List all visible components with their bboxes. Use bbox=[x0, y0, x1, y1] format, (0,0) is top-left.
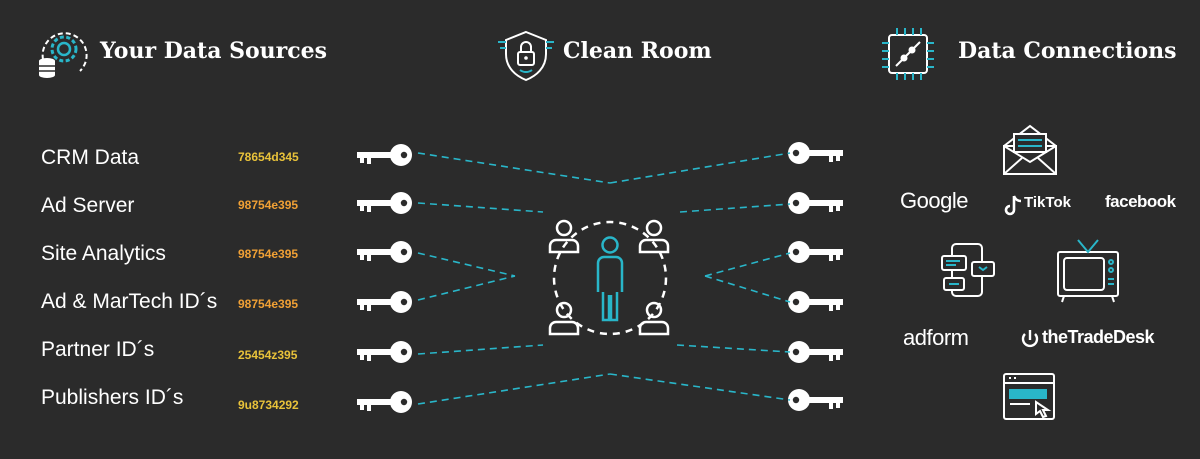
source-id-crm: 78654d345 bbox=[238, 150, 299, 164]
source-label-publishers: Publishers ID´s bbox=[41, 386, 184, 409]
sources-title: Your Data Sources bbox=[100, 38, 328, 64]
source-label-ad-server: Ad Server bbox=[41, 194, 135, 217]
data-gear-icon bbox=[36, 27, 92, 81]
key-icon-right-4 bbox=[788, 291, 843, 313]
source-label-partner: Partner ID´s bbox=[41, 338, 155, 361]
source-id-partner: 25454z395 bbox=[238, 348, 298, 362]
email-icon bbox=[1003, 124, 1057, 175]
facebook-logo: facebook bbox=[1105, 192, 1176, 211]
key-icon-left-2 bbox=[357, 192, 412, 214]
connections-title: Data Connections bbox=[958, 38, 1177, 64]
key-icon-right-3 bbox=[788, 241, 843, 263]
tiktok-icon bbox=[1004, 195, 1022, 216]
web-click-icon bbox=[1003, 373, 1055, 420]
source-label-crm: CRM Data bbox=[41, 146, 140, 169]
key-icon-right-6 bbox=[788, 389, 843, 411]
source-label-martech: Ad & MarTech ID´s bbox=[41, 290, 218, 313]
source-id-martech: 98754e395 bbox=[238, 297, 299, 311]
adform-logo: adform bbox=[903, 325, 969, 350]
cleanroom-title: Clean Room bbox=[563, 38, 712, 64]
google-logo: Google bbox=[900, 188, 968, 213]
shield-lock-icon bbox=[498, 28, 554, 82]
key-icon-left-3 bbox=[357, 241, 412, 263]
source-id-ad-server: 98754e395 bbox=[238, 198, 299, 212]
tiktok-logo: TikTok bbox=[1024, 194, 1071, 211]
tv-icon bbox=[1057, 239, 1119, 303]
key-icon-left-5 bbox=[357, 341, 412, 363]
chat-phone-icon bbox=[941, 243, 995, 297]
key-icon-right-2 bbox=[788, 192, 843, 214]
people-circle-icon bbox=[548, 219, 670, 336]
key-icon-left-1 bbox=[357, 144, 412, 166]
key-icon-left-6 bbox=[357, 391, 412, 413]
source-label-site-analytics: Site Analytics bbox=[41, 242, 166, 265]
key-icon-right-5 bbox=[788, 341, 843, 363]
tradedesk-logo: theTradeDesk bbox=[1042, 327, 1155, 347]
chip-plug-icon bbox=[880, 26, 936, 82]
key-icon-right-1 bbox=[788, 142, 843, 164]
source-id-site-analytics: 98754e395 bbox=[238, 247, 299, 261]
power-icon bbox=[1021, 330, 1039, 348]
dashed-connectors bbox=[417, 152, 791, 405]
key-icon-left-4 bbox=[357, 291, 412, 313]
source-id-publishers: 9u8734292 bbox=[238, 398, 299, 412]
